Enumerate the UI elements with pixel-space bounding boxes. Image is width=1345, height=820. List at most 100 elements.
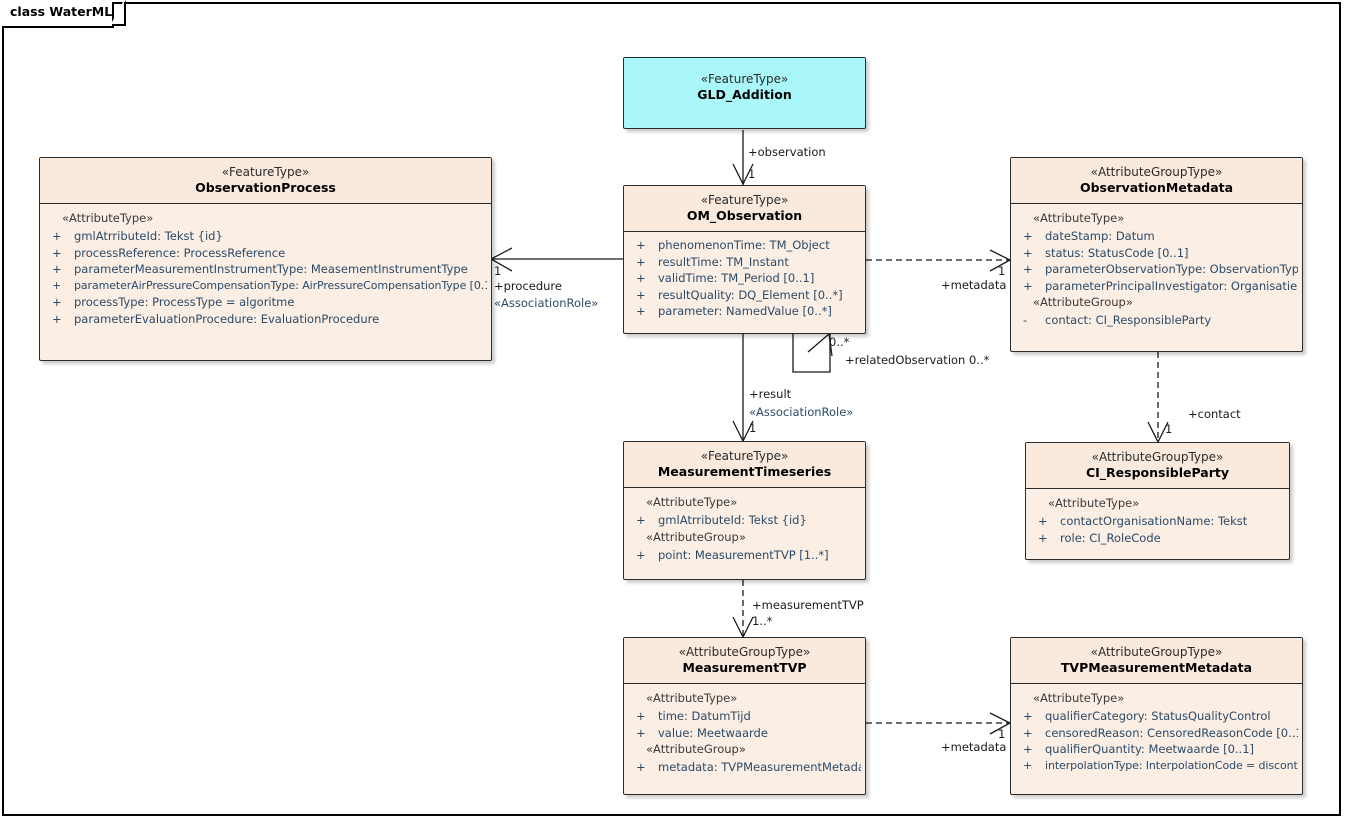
visibility-marker: + xyxy=(1038,514,1048,528)
attribute-text: contactOrganisationName: Tekst xyxy=(1060,514,1248,528)
attribute-row: + qualifierCategory: StatusQualityControl xyxy=(1015,708,1298,725)
visibility-marker: - xyxy=(1023,313,1028,327)
connector-label-procedure-role: +procedure xyxy=(494,279,562,293)
visibility-marker: + xyxy=(52,245,62,260)
attribute-row: +value: Meetwaarde xyxy=(628,725,861,742)
attribute-row: + validTime: TM_Period [0..1] xyxy=(628,270,861,287)
connector-label-result-role: +result xyxy=(749,387,792,401)
attribute-text: processType: ProcessType = algoritme xyxy=(74,295,295,309)
attribute-text: parameterMeasurementInstrumentType: Meas… xyxy=(74,262,468,276)
connector-label-contact-mult: 1 xyxy=(1165,422,1173,436)
attribute-text: qualifierCategory: StatusQualityControl xyxy=(1045,709,1271,723)
class-attributes: «AttributeType» +time: DatumTijd +value:… xyxy=(624,684,865,783)
visibility-marker: + xyxy=(52,295,62,309)
attribute-row: + role: CI_RoleCode xyxy=(1030,530,1285,547)
connector-label-contact-role: +contact xyxy=(1188,407,1241,421)
visibility-marker: + xyxy=(636,271,646,285)
connector-label-metadata-bottom-role: +metadata xyxy=(941,740,1007,754)
connector-label-metadata-top-role: +metadata xyxy=(941,278,1007,292)
attribute-text: gmlAtrributeId: Tekst {id} xyxy=(74,229,223,243)
class-stereotype: «AttributeGroupType» xyxy=(1090,645,1223,659)
attribute-row: + resultTime: TM_Instant xyxy=(628,254,861,271)
attribute-text: qualifierQuantity: Meetwaarde [0..1] xyxy=(1045,742,1255,756)
visibility-marker: + xyxy=(636,238,646,252)
class-measurement-tvp[interactable]: «AttributeGroupType» MeasurementTVP «Att… xyxy=(623,637,866,795)
attribute-row: +interpolationType: InterpolationCode = … xyxy=(1015,758,1298,775)
visibility-marker: + xyxy=(1023,709,1033,723)
attribute-row: +gmlAtrributeId: Tekst {id} xyxy=(44,228,487,245)
class-measurement-timeseries[interactable]: «FeatureType» MeasurementTimeseries «Att… xyxy=(623,441,866,580)
class-header: «FeatureType» ObservationProcess xyxy=(40,158,491,204)
visibility-marker: + xyxy=(636,760,646,774)
class-stereotype: «AttributeGroupType» xyxy=(1091,450,1224,464)
attribute-row: + metadata: TVPMeasurementMetadata xyxy=(628,759,861,776)
connector-label-related-observation-role: +relatedObservation 0..* xyxy=(845,353,990,367)
class-stereotype: «FeatureType» xyxy=(700,72,789,86)
class-om-observation[interactable]: «FeatureType» OM_Observation +phenomenon… xyxy=(623,185,866,334)
class-attributes: +phenomenonTime: TM_Object + resultTime: … xyxy=(624,232,865,327)
attribute-row: +parameterObservationType: ObservationTy… xyxy=(1015,261,1298,278)
attribute-row: + processType: ProcessType = algoritme xyxy=(44,294,487,311)
visibility-marker: + xyxy=(1038,530,1048,545)
attribute-row: +processReference: ProcessReference xyxy=(44,245,487,262)
visibility-marker: + xyxy=(636,254,646,269)
attribute-row: + contactOrganisationName: Tekst xyxy=(1030,513,1285,530)
class-attributes: «AttributeType» +qualifierCategory: Stat… xyxy=(1011,684,1302,781)
attribute-text: resultTime: TM_Instant xyxy=(658,254,789,269)
class-ci-responsibleparty[interactable]: «AttributeGroupType» CI_ResponsibleParty… xyxy=(1025,442,1290,560)
class-header: «FeatureType» OM_Observation xyxy=(624,186,865,232)
class-name: MeasurementTVP xyxy=(682,660,807,675)
connector-label-related-observation-mult: 0..* xyxy=(829,335,850,349)
class-name: ObservationProcess xyxy=(195,180,336,195)
class-tvp-measurement-metadata[interactable]: «AttributeGroupType» TVPMeasurementMetad… xyxy=(1010,637,1303,795)
attribute-row: +status: StatusCode [0..1] xyxy=(1015,245,1298,262)
class-header: «AttributeGroupType» CI_ResponsibleParty xyxy=(1026,443,1289,489)
connector-label-procedure-mult: 1 xyxy=(494,264,502,278)
visibility-marker: + xyxy=(1023,229,1033,243)
attribute-row: + gmlAtrributeId: Tekst {id} xyxy=(628,512,861,529)
connector-label-result-stereotype: «AssociationRole» xyxy=(749,405,854,419)
class-name: ObservationMetadata xyxy=(1079,180,1234,195)
attribute-text: parameterObservationType: ObservationTyp… xyxy=(1045,262,1298,276)
class-observation-process[interactable]: «FeatureType» ObservationProcess «Attrib… xyxy=(39,157,492,361)
attribute-row: + time: DatumTijd xyxy=(628,708,861,725)
attribute-group-label: «AttributeType» xyxy=(1033,211,1125,225)
attribute-row: + parameterPrincipalInvestigator: Organis… xyxy=(1015,278,1298,295)
attribute-group-label: «AttributeType» xyxy=(62,211,154,225)
class-header: «AttributeGroupType» TVPMeasurementMetad… xyxy=(1011,638,1302,684)
attribute-text: dateStamp: Datum xyxy=(1045,229,1155,243)
attribute-text: parameterEvaluationProcedure: Evaluation… xyxy=(74,311,380,326)
attribute-text: validTime: TM_Period [0..1] xyxy=(658,271,815,285)
attribute-text: time: DatumTijd xyxy=(658,709,751,723)
attribute-row: +phenomenonTime: TM_Object xyxy=(628,237,861,254)
attribute-text: point: MeasurementTVP [1..*] xyxy=(658,547,829,562)
attribute-row: +parameterAirPressureCompensationType: A… xyxy=(44,278,487,295)
attribute-text: role: CI_RoleCode xyxy=(1060,530,1161,545)
visibility-marker: + xyxy=(636,513,646,527)
visibility-marker: + xyxy=(636,304,646,318)
attribute-text: censoredReason: CensoredReasonCode [0..1… xyxy=(1045,725,1298,740)
visibility-marker: + xyxy=(1023,278,1033,293)
attribute-row: +qualifierQuantity: Meetwaarde [0..1] xyxy=(1015,741,1298,758)
class-observation-metadata[interactable]: «AttributeGroupType» ObservationMetadata… xyxy=(1010,157,1303,352)
attribute-text: parameterPrincipalInvestigator: Organisa… xyxy=(1045,278,1298,293)
visibility-marker: + xyxy=(636,287,646,302)
visibility-marker: + xyxy=(52,262,62,276)
connector-label-observation-mult: 1 xyxy=(748,167,756,181)
visibility-marker: + xyxy=(52,278,62,292)
attribute-row: -contact: CI_ResponsibleParty xyxy=(1015,312,1298,329)
connector-label-measurementtvp-role: +measurementTVP xyxy=(752,598,864,612)
connector-label-procedure-stereotype: «AssociationRole» xyxy=(494,296,599,310)
connector-label-metadata-top-mult: 1 xyxy=(998,264,1006,278)
class-attributes: «AttributeType» +contactOrganisationName… xyxy=(1026,489,1289,553)
class-gld-addition[interactable]: «FeatureType» GLD_Addition xyxy=(623,57,866,129)
attribute-text: gmlAtrributeId: Tekst {id} xyxy=(658,513,807,527)
class-name: CI_ResponsibleParty xyxy=(1085,465,1230,480)
class-header: «FeatureType» GLD_Addition xyxy=(624,58,865,110)
attribute-row: +parameterEvaluationProcedure: Evaluatio… xyxy=(44,311,487,328)
attribute-row: + parameterMeasurementInstrumentType: Mea… xyxy=(44,261,487,278)
visibility-marker: + xyxy=(636,547,646,562)
connector-label-measurementtvp-mult: 1..* xyxy=(752,614,773,628)
visibility-marker: + xyxy=(636,709,646,723)
attribute-text: metadata: TVPMeasurementMetadata xyxy=(658,760,861,774)
